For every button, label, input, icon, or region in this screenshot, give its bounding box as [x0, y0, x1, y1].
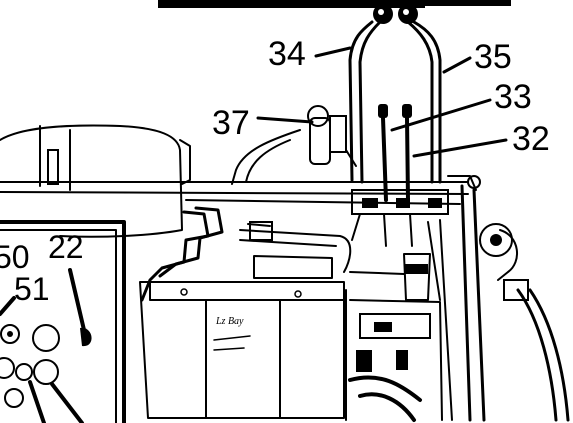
- callout-32: 32: [512, 120, 550, 158]
- callout-35: 35: [474, 38, 512, 76]
- leader-lines: [0, 46, 508, 423]
- wiring-harness: [140, 206, 352, 302]
- hydraulic-hoses: [427, 184, 570, 422]
- control-cable-34: [348, 20, 382, 184]
- callout-34: 34: [268, 35, 306, 73]
- battery-brand-label: Lz Bay: [215, 316, 244, 327]
- panel-label-51: 51: [14, 271, 50, 307]
- battery: [139, 255, 345, 419]
- panel-label-22: 22: [48, 229, 84, 265]
- callout-37: 37: [212, 104, 250, 142]
- frame-rail: [0, 181, 469, 205]
- bracket-37: [231, 105, 357, 185]
- linkage-block: [351, 175, 481, 247]
- top-frame-bar: [158, 0, 511, 8]
- engine-hood: [0, 124, 191, 238]
- callout-33: 33: [494, 78, 532, 116]
- cable-knobs: [373, 4, 418, 24]
- control-levers: [378, 104, 412, 202]
- panel-label-50: 50: [0, 239, 30, 275]
- instrument-panel: [0, 220, 126, 423]
- engine-block: [345, 253, 443, 422]
- control-cable-35: [406, 20, 442, 184]
